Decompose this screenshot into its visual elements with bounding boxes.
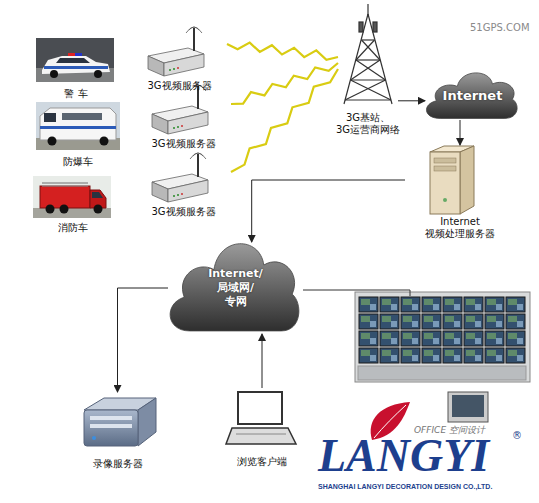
police-car-photo bbox=[36, 38, 114, 82]
node-label: 3G视频服务器 bbox=[147, 80, 211, 92]
vehicle-node: 消防车 bbox=[33, 176, 113, 234]
text-stack: 3G视频服务器 bbox=[129, 138, 239, 150]
node-label: 防爆车 bbox=[63, 156, 93, 168]
connector-line bbox=[460, 120, 461, 145]
device-node: 3G视频服务器 bbox=[136, 168, 231, 218]
tower-server bbox=[430, 146, 474, 214]
connector-line bbox=[118, 288, 169, 392]
wall-link bbox=[303, 290, 410, 296]
video-server-icon bbox=[152, 85, 208, 134]
video-server-icon bbox=[148, 27, 204, 76]
wireless-link bbox=[231, 69, 338, 172]
text-stack: Internet/ 局域网/ 专网 bbox=[205, 267, 267, 309]
text-stack: Internet bbox=[428, 88, 518, 104]
tower-node: 3G基站、 3G运营商网络 bbox=[338, 12, 398, 136]
internet-cloud: Internet bbox=[425, 72, 520, 120]
connector-line bbox=[252, 180, 405, 242]
text-stack: 录像服务器 bbox=[63, 458, 173, 470]
fire-truck-photo bbox=[33, 176, 111, 218]
text-stack: 防爆车 bbox=[23, 156, 133, 168]
cloud-outline bbox=[170, 244, 299, 331]
connector-line bbox=[398, 100, 425, 101]
text-stack: 3G视频服务器 bbox=[129, 206, 239, 218]
vehicle-node: 警 车 bbox=[36, 38, 116, 100]
server-node: Internet 视频处理服务器 bbox=[405, 145, 515, 240]
text-stack: 消防车 bbox=[18, 222, 128, 234]
device-node: 3G视频服务器 bbox=[132, 40, 227, 92]
node-label: Internet 视频处理服务器 bbox=[415, 216, 505, 240]
server-node: 录像服务器 bbox=[75, 392, 160, 470]
video-wall bbox=[355, 292, 530, 422]
text-stack: 警 车 bbox=[21, 88, 131, 100]
text-stack: Internet 视频处理服务器 bbox=[415, 216, 505, 240]
node-label: 3G视频服务器 bbox=[151, 206, 215, 218]
video-server-icon bbox=[152, 153, 208, 202]
recording-server-icon bbox=[84, 398, 156, 446]
cloud-label: Internet/ 局域网/ 专网 bbox=[205, 267, 267, 309]
cloud-outline bbox=[426, 73, 517, 119]
node-label: 3G视频服务器 bbox=[151, 138, 215, 150]
node-label: 消防车 bbox=[58, 222, 88, 234]
network-cloud: Internet/ 局域网/ 专网 bbox=[168, 242, 303, 334]
logo-wordmark: LANGYI bbox=[318, 432, 489, 480]
node-label: 警 车 bbox=[64, 88, 87, 100]
device-node: 3G视频服务器 bbox=[136, 100, 231, 150]
explosion-proof-van-photo bbox=[36, 102, 120, 150]
cell-tower bbox=[344, 4, 392, 104]
company-name: SHANGHAI LANGYI DECORATION DESIGN CO.,LT… bbox=[318, 483, 492, 490]
client-node: 浏览客户端 bbox=[222, 388, 302, 468]
wireless-link bbox=[227, 43, 338, 60]
text-stack: 3G基站、 3G运营商网络 bbox=[328, 112, 408, 136]
node-label: 浏览客户端 bbox=[237, 456, 287, 468]
registered-mark: ® bbox=[512, 430, 522, 441]
connector-line bbox=[262, 334, 263, 388]
node-label: 3G基站、 3G运营商网络 bbox=[328, 112, 408, 136]
vehicle-node: 防爆车 bbox=[36, 102, 120, 168]
text-stack: 浏览客户端 bbox=[207, 456, 317, 468]
node-label: 录像服务器 bbox=[93, 458, 143, 470]
cloud-label: Internet bbox=[443, 88, 503, 104]
laptop-icon bbox=[226, 392, 296, 444]
watermark: 51GPS.COM bbox=[470, 22, 530, 33]
text-stack: 3G视频服务器 bbox=[125, 80, 235, 92]
